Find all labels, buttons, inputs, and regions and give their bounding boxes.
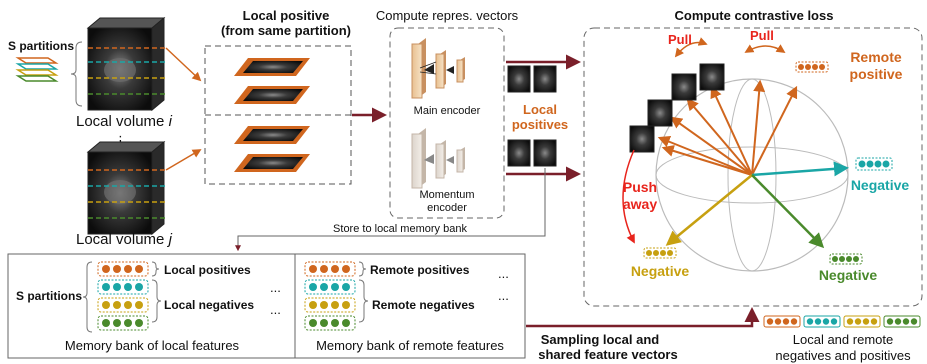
negative-teal-label: Negative — [851, 177, 910, 193]
memory-bank-local-label: Memory bank of local features — [65, 338, 240, 353]
push-label-1: Push — [623, 179, 657, 195]
momentum-encoder-label-2: encoder — [427, 202, 467, 214]
local-dots-2: ... — [270, 302, 281, 317]
slice-pair-j — [234, 126, 310, 172]
local-negatives-text: Local negatives — [164, 298, 254, 312]
positive-vectors — [657, 79, 798, 176]
compute-vectors-title: Compute repres. vectors — [376, 8, 519, 23]
memory-brace-left — [82, 261, 93, 333]
features-legend-label-1: Local and remote — [793, 332, 893, 347]
remote-feature-stack — [304, 261, 356, 331]
local-positives-label-1: Local — [523, 102, 557, 117]
remote-dots-1: ... — [498, 266, 509, 281]
local-dots-1: ... — [270, 280, 281, 295]
negative-vector-gold — [665, 174, 753, 246]
s-partitions-legend: S partitions — [8, 39, 83, 107]
negative-green-label: Negative — [819, 267, 878, 283]
arrow-store-memory — [235, 168, 546, 252]
pull-label-2: Pull — [750, 28, 774, 43]
s-partitions-label: S partitions — [8, 39, 74, 53]
pull-label-1: Pull — [668, 32, 692, 47]
main-encoder-icon — [411, 38, 465, 99]
negative-gold-label: Negative — [631, 263, 690, 279]
momentum-encoder-icon — [411, 128, 465, 189]
negative-vector-teal — [751, 161, 849, 177]
negative-vector-green — [751, 174, 825, 249]
remote-positives-text: Remote positives — [370, 263, 470, 277]
partition-brace — [70, 41, 83, 107]
memory-bank-box — [7, 253, 526, 359]
local-feature-stack — [97, 261, 149, 331]
local-volume-j-label: Local volume j — [76, 231, 173, 248]
push-label-2: away — [623, 196, 657, 212]
positive-thumbnails — [629, 63, 725, 153]
features-legend-label-2: negatives and positives — [775, 348, 911, 363]
pull-arrow-1 — [674, 37, 708, 58]
arrow-volume-j-to-slices — [165, 149, 202, 171]
memory-bank-remote-label: Memory bank of remote features — [316, 338, 504, 353]
remote-positive-vector — [795, 61, 829, 73]
remote-positive-label-1: Remote — [850, 49, 902, 65]
contrastive-loss-title: Compute contrastive loss — [675, 8, 834, 23]
feature-vectors-legend — [763, 315, 921, 328]
arrow-volume-i-to-slices — [165, 47, 202, 82]
local-positives-label-2: positives — [512, 117, 568, 132]
store-memory-label: Store to local memory bank — [333, 223, 467, 235]
contrastive-loss-box — [583, 27, 923, 307]
encoded-positives-bottom — [507, 139, 557, 167]
slice-pair-i — [234, 58, 310, 104]
main-encoder-label: Main encoder — [414, 105, 481, 117]
remote-negatives-text: Remote negatives — [372, 298, 475, 312]
sampling-label-2: shared feature vectors — [538, 347, 677, 362]
memory-s-partitions-label: S partitions — [16, 289, 82, 303]
teal-negative-vector — [855, 157, 893, 171]
momentum-encoder-label-1: Momentum — [419, 189, 474, 201]
local-volume-j: Local volume j — [76, 140, 173, 248]
gold-negative-vector — [643, 247, 677, 259]
remote-positive-label-2: positive — [850, 66, 903, 82]
green-negative-vector — [829, 253, 863, 265]
push-away-arrow — [622, 149, 635, 244]
arrow-sampling — [526, 307, 760, 328]
local-volume-i-label: Local volume i — [76, 113, 173, 130]
pull-arrow-2 — [744, 44, 786, 53]
encoded-positives-top — [507, 65, 557, 93]
local-positive-title: Local positive — [243, 8, 330, 23]
local-positives-text: Local positives — [164, 263, 251, 277]
remote-dots-2: ... — [498, 288, 509, 303]
sampling-label-1: Sampling local and — [541, 332, 660, 347]
local-volume-i: Local volume i — [76, 16, 173, 130]
local-positive-subtitle: (from same partition) — [221, 23, 351, 38]
partition-stack-icon — [15, 57, 59, 82]
encoder-box — [389, 27, 505, 219]
